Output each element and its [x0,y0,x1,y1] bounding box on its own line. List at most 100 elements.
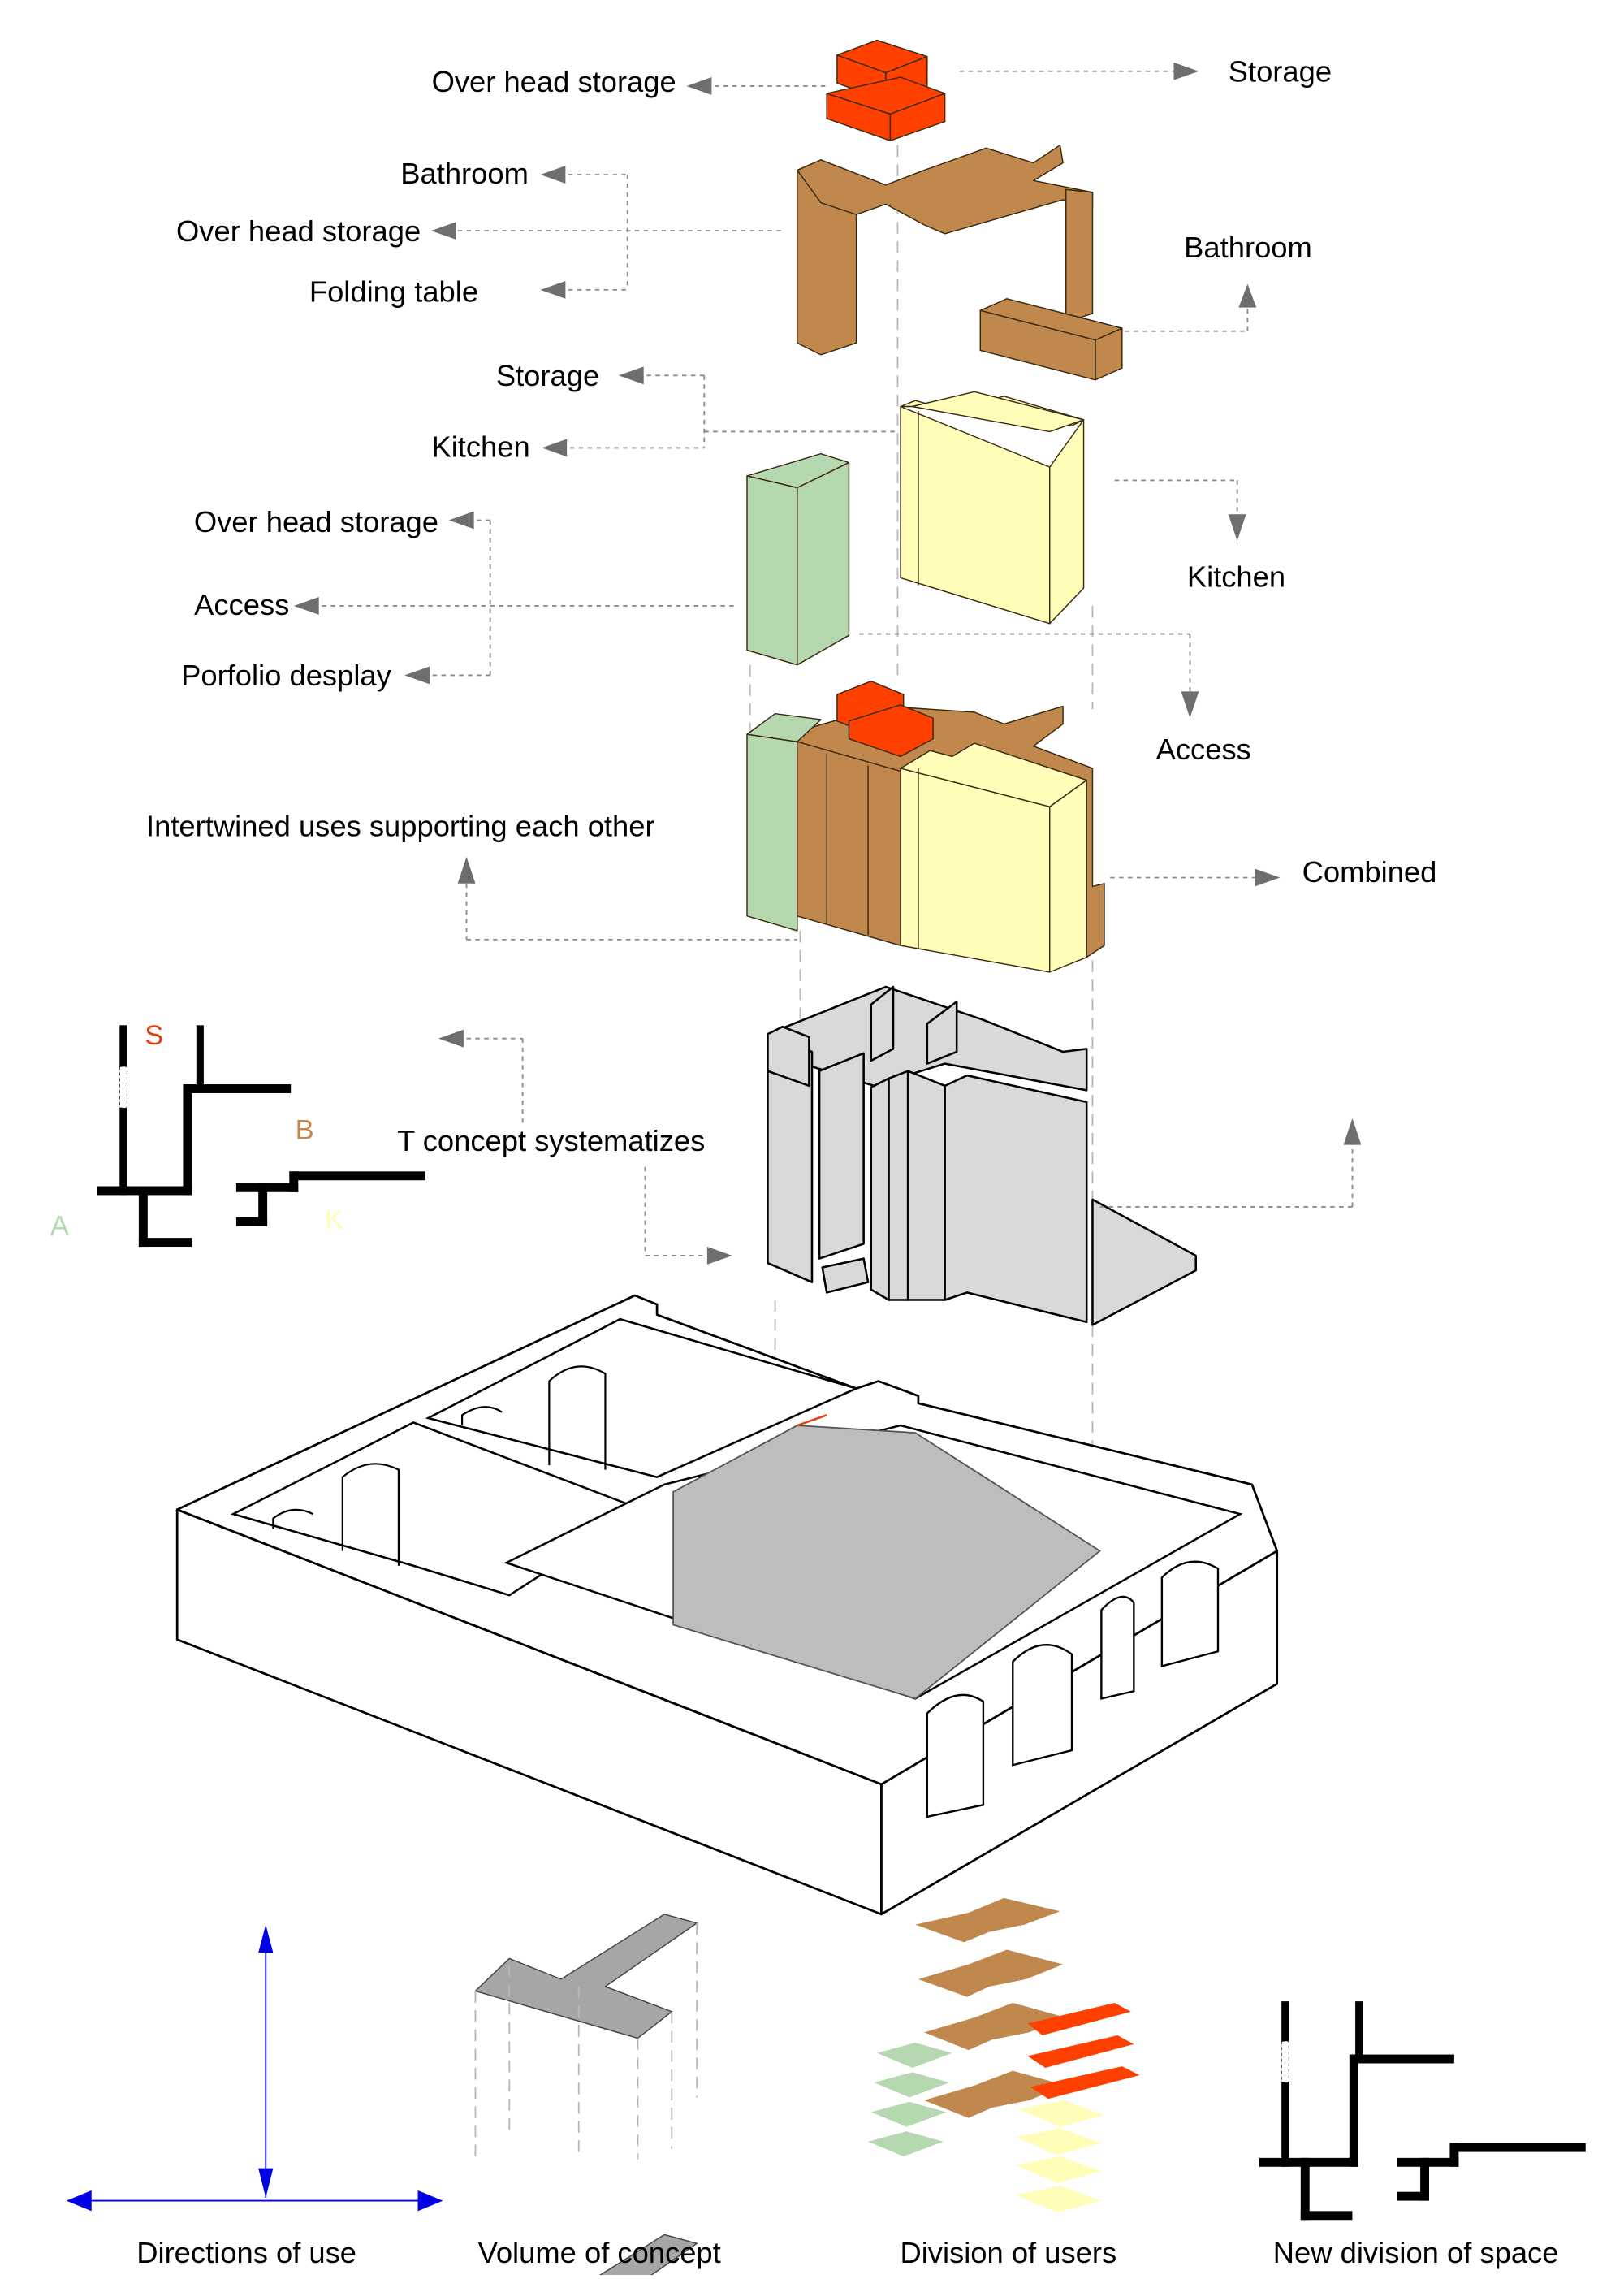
combined-storage-box2 [848,704,934,758]
label-bathroom-right: Bathroom [1184,231,1312,264]
t-structure-floor-slab [1091,1198,1197,1326]
arrow-right-icon [706,1247,732,1265]
label-combined: Combined [1302,855,1437,889]
arrow-up-icon [258,1924,274,1953]
arrow-left-icon [542,439,568,457]
building-shell [175,1294,1279,1916]
users-layer-storage [1027,2035,1134,2068]
t-structure-front-wall [944,1074,1088,1324]
label-folding-table: Folding table [309,275,478,308]
storage-volume [826,39,946,141]
legend-label-division-users: Division of users [900,2236,1116,2269]
arched-window [1012,1644,1073,1767]
label-overhead-storage-access: Over head storage [194,505,438,538]
label-bathroom-left: Bathroom [400,157,529,190]
arrow-up-icon [457,857,476,884]
zone-letter-b: B [296,1114,314,1145]
users-layer-storage [1027,2002,1131,2035]
combined-access-front [746,733,798,932]
users-layer-bathroom [915,1897,1060,1943]
arrow-left-icon [404,666,430,685]
legend-label-new-division: New division of space [1273,2236,1559,2269]
legend-new-division-of-space: New division of space [1259,2001,1586,2269]
storage-box2-side-face [889,93,946,141]
t-structure-fin-3 [767,1025,810,1088]
combined-bathroom-front [797,741,901,946]
access-front-face [746,475,798,666]
arrow-left-icon [448,511,474,530]
arrow-left-icon [618,366,644,385]
users-layer-bathroom [918,1949,1064,1997]
label-storage-top: Storage [1229,55,1332,89]
t-structure-callout [1099,1118,1362,1208]
users-layer-access [868,2131,944,2157]
kitchen-cap [911,391,1085,433]
label-overhead-storage-bathroom: Over head storage [176,214,421,248]
kitchen-volume [900,391,1085,625]
label-storage-kitchen: Storage [496,359,599,392]
users-layer-bathroom [924,2002,1066,2051]
arrow-right-icon [1255,868,1281,887]
label-overhead-storage-top: Over head storage [432,65,676,98]
kitchen-front-face [900,405,1051,625]
zone-letter-a: A [50,1211,69,1242]
arched-window [1160,1560,1220,1667]
t-structure-pillar-3 [906,1070,946,1301]
arrow-left-icon [430,222,456,240]
bathroom-right-leg [1065,188,1094,323]
zone-letter-s: S [145,1020,163,1051]
label-t-concept: T concept systematizes [397,1124,705,1157]
storage-edge-highlight [797,1414,827,1427]
storage-left-callout: Over head storage [432,65,827,98]
users-layer-kitchen [1018,2100,1104,2127]
combined-kitchen-top [900,742,1087,807]
legend-label-volume: Volume of concept [478,2236,721,2269]
bathroom-right-callout: Bathroom [1125,231,1312,332]
users-layer-storage [1030,2066,1140,2100]
kitchen-left-callouts: Storage Kitchen [431,359,898,463]
t-structure-fin-2 [926,1000,958,1065]
t-structure-inner-panel [818,1052,865,1260]
access-side-face [797,461,850,666]
legend-division-of-users: Division of users [868,1897,1140,2269]
arched-window [926,1693,985,1818]
t-concept-callout: T concept systematizes [397,1029,732,1265]
t-structure-fin-1 [870,985,895,1062]
arrow-down-icon [258,2168,274,2198]
legend-directions-of-use: Directions of use [66,1924,443,2269]
users-layer-bathroom [924,2070,1066,2118]
arrow-right-icon [1173,62,1199,80]
t-concept-structure [767,985,1197,1326]
combined-access-top [746,712,822,742]
label-kitchen-left: Kitchen [431,430,529,463]
arrow-right-icon [417,2190,443,2212]
legend-volume-of-concept: Volume of concept [474,1914,721,2279]
door-opening-icon [119,1066,127,1109]
access-left-callouts: Over head storage Access Porfolio despla… [181,505,736,692]
arrow-left-icon [293,597,319,615]
arrow-left-icon [540,280,566,299]
arrow-left-icon [540,166,566,184]
door-opening-icon [1281,2040,1289,2083]
arrow-down-icon [1228,514,1246,541]
room-back-left [425,1317,860,1479]
bathroom-left-callouts: Bathroom Over head storage Folding table [176,157,786,308]
label-access-left: Access [194,588,289,621]
t-structure-pillar-2 [888,1070,909,1301]
access-volume [746,452,850,666]
t-structure-steps [821,1257,870,1294]
arrow-up-icon [1238,283,1257,308]
kitchen-right-callout: Kitchen [1114,479,1285,593]
users-layer-kitchen [1015,2186,1102,2213]
kitchen-side-face [1049,419,1085,625]
users-layer-access [877,2043,952,2068]
access-right-callout: Access [859,633,1251,766]
users-layer-kitchen [1015,2156,1102,2183]
t-structure-pillar-1 [870,1077,890,1301]
zone-letter-k: K [325,1204,343,1235]
combined-right-callout: Combined [1110,855,1436,889]
arrow-up-icon [1343,1118,1362,1145]
users-layer-access [870,2101,947,2127]
